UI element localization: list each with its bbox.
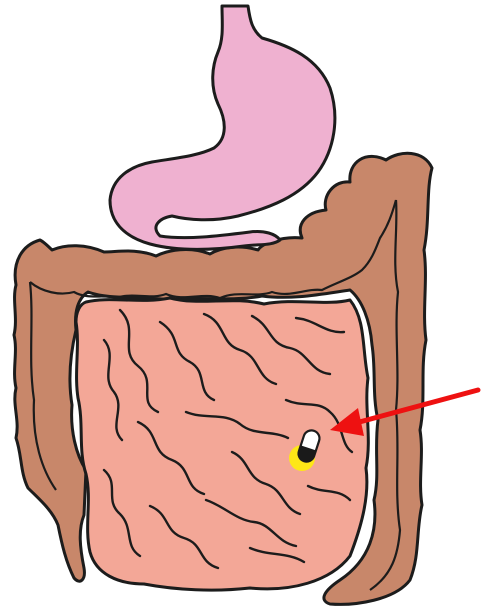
stomach <box>110 6 335 250</box>
stomach-shape <box>110 6 335 250</box>
small-intestine-shape <box>76 298 368 590</box>
small-intestine <box>76 298 368 590</box>
